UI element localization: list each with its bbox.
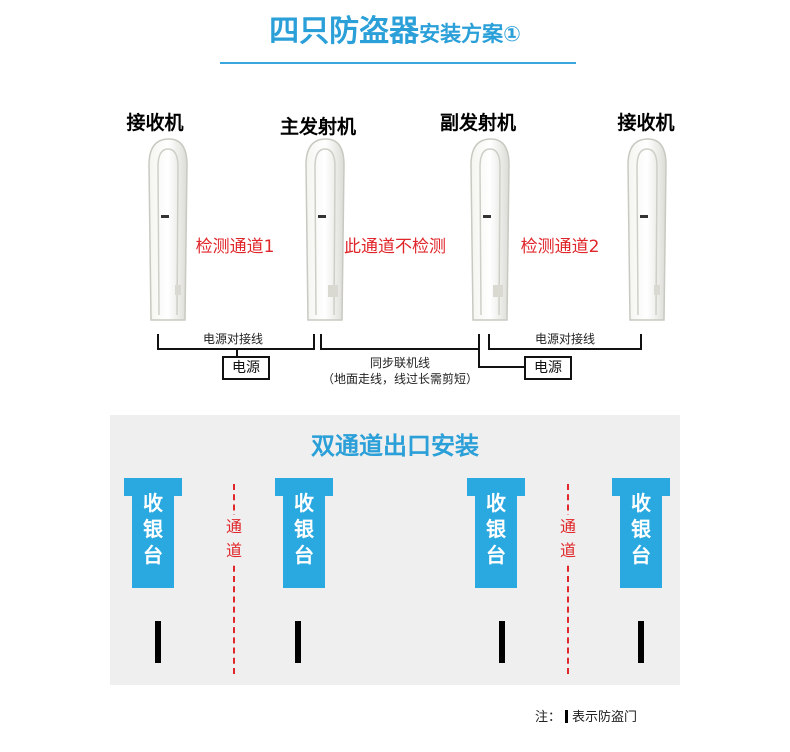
gate-bar-1	[155, 621, 161, 663]
cable-label-power-link-right: 电源对接线	[534, 332, 595, 346]
counter-shape	[124, 478, 182, 588]
aisle-divider-left	[233, 484, 235, 674]
exit-install-panel	[110, 415, 680, 685]
zone-label-detect-2: 检测通道2	[520, 237, 600, 257]
aisle-divider-right	[567, 484, 569, 674]
note-suffix: 表示防盗门	[572, 710, 638, 725]
cable-note-floor-routing: （地面走线，线过长需剪短）	[321, 372, 478, 386]
zone-label-no-detect: 此通道不检测	[344, 237, 446, 257]
counter-shape	[275, 478, 333, 588]
antenna-receiver-right	[627, 138, 667, 321]
title-sub: 安装方案①	[419, 22, 521, 46]
antenna-sub-transmitter	[470, 138, 510, 321]
checkout-counter-3: 收银台	[467, 478, 525, 588]
counter-label: 收银台	[631, 491, 651, 567]
gate-bar-3	[499, 621, 505, 663]
counter-label: 收银台	[294, 491, 314, 567]
gate-bar-icon	[565, 710, 569, 723]
zone-label-detect-1: 检测通道1	[195, 237, 275, 257]
counter-label: 收银台	[486, 491, 506, 567]
connector-power-left	[236, 348, 238, 357]
antenna-main-transmitter	[305, 138, 345, 321]
title-underline	[220, 62, 576, 64]
counter-shape	[612, 478, 670, 588]
gate-bar-4	[638, 621, 644, 663]
antenna-receiver-left	[148, 138, 188, 321]
power-box-left: 电源	[222, 356, 270, 380]
counter-label: 收银台	[143, 491, 163, 567]
aisle-label-right: 通道	[556, 515, 580, 563]
note-prefix: 注：	[535, 710, 562, 725]
cable-label-power-link-left: 电源对接线	[202, 332, 263, 346]
counter-shape	[467, 478, 525, 588]
device-label-receiver-left: 接收机	[126, 112, 184, 134]
checkout-counter-1: 收银台	[124, 478, 182, 588]
bracket-power-link-right	[488, 334, 642, 350]
exit-install-title: 双通道出口安装	[311, 432, 479, 460]
device-label-receiver-right: 接收机	[617, 112, 675, 134]
page-title: 四只防盗器安装方案①	[0, 6, 790, 50]
checkout-counter-4: 收银台	[612, 478, 670, 588]
power-box-right: 电源	[524, 356, 572, 380]
device-label-sub-transmitter: 副发射机	[439, 112, 516, 134]
connector-sub-transmitter	[478, 334, 480, 366]
cable-label-sync-line: 同步联机线	[369, 356, 430, 370]
title-main: 四只防盗器	[269, 14, 420, 49]
aisle-label-left: 通道	[222, 515, 246, 563]
legend-note: 注： 表示防盗门	[535, 706, 637, 725]
device-label-main-transmitter: 主发射机	[279, 116, 356, 138]
connector-power-right-h	[478, 366, 524, 368]
gate-bar-2	[295, 621, 301, 663]
checkout-counter-2: 收银台	[275, 478, 333, 588]
